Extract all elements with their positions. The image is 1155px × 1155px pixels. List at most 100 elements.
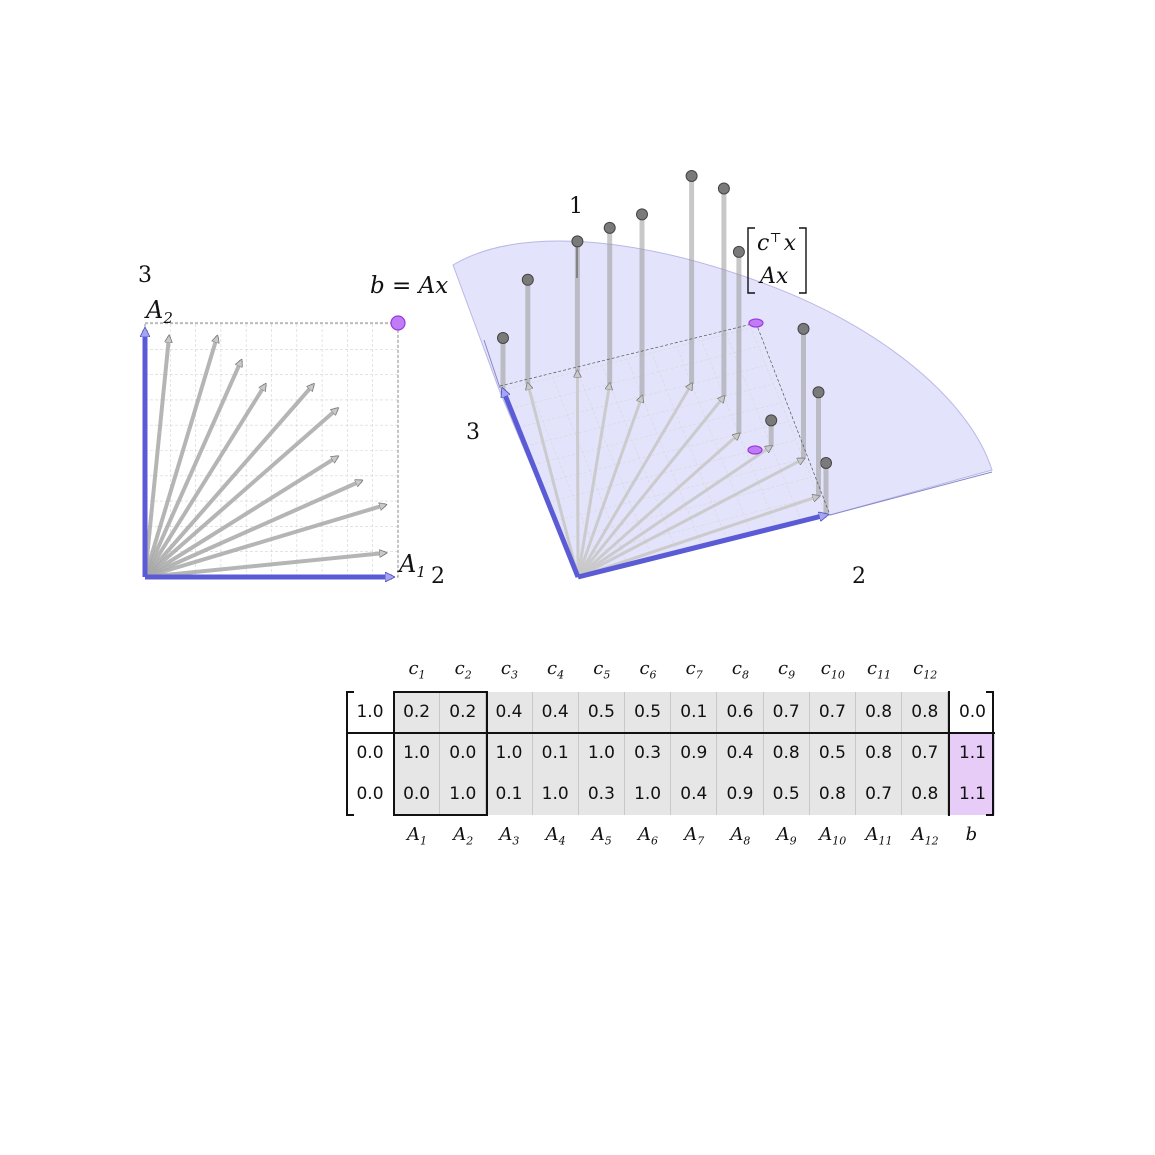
b-point-upper[interactable] bbox=[748, 318, 764, 328]
left-vector-a3 bbox=[144, 553, 385, 579]
lifted-point-1 bbox=[820, 457, 832, 469]
column-header-11: A11 bbox=[865, 824, 893, 848]
left-vector-a4 bbox=[143, 337, 169, 578]
bracket-left-top bbox=[346, 691, 354, 693]
column-header-13: b bbox=[965, 824, 978, 845]
column-header-7: A7 bbox=[684, 824, 705, 848]
matrix-cell: 1.0 bbox=[532, 774, 579, 815]
cost-header-2: c2 bbox=[454, 658, 472, 682]
lifted-point-12 bbox=[685, 170, 698, 182]
column-header-6: A6 bbox=[638, 824, 658, 848]
matrix-cell: 0.3 bbox=[578, 774, 625, 815]
lifted-point-7 bbox=[765, 414, 778, 427]
left-vector-a7 bbox=[144, 479, 361, 579]
b-cell-1: 0.0 bbox=[950, 692, 995, 733]
left-gray-vectors bbox=[143, 337, 385, 579]
basis-box-right bbox=[486, 691, 489, 816]
matrix-cell: 0.8 bbox=[809, 774, 856, 815]
svg-text:Ax: Ax bbox=[758, 264, 789, 289]
matrix-cell: 0.7 bbox=[763, 692, 810, 734]
matrix-cell: 0.4 bbox=[671, 774, 718, 815]
basis-box-left bbox=[393, 691, 395, 816]
b-point-lower[interactable] bbox=[747, 445, 763, 455]
cost-header-11: c11 bbox=[866, 658, 892, 682]
floor-vector-a8 bbox=[576, 384, 610, 578]
a1-label: A1 bbox=[397, 550, 426, 581]
matrix-cell: 0.0 bbox=[440, 733, 487, 774]
lifted-point-4 bbox=[521, 273, 534, 286]
matrix-cell: 1.0 bbox=[625, 774, 672, 815]
vector-ctx-ax-label: c⊤x Ax bbox=[747, 227, 807, 294]
cost-header-5: c5 bbox=[593, 658, 611, 682]
b-separator bbox=[948, 691, 951, 816]
matrix-cell: 1.0 bbox=[394, 733, 441, 774]
right-stems bbox=[497, 170, 832, 515]
matrix-cell: 0.1 bbox=[486, 774, 533, 815]
left-axis-label-x: 2 bbox=[431, 564, 445, 589]
bracket-right-bottom bbox=[986, 814, 994, 816]
matrix-cell: 0.6 bbox=[717, 692, 764, 734]
lifted-point-5 bbox=[797, 322, 810, 335]
matrix-cell: 0.8 bbox=[856, 692, 903, 734]
cost-header-4: c4 bbox=[547, 658, 565, 682]
column-header-8: A8 bbox=[730, 824, 751, 848]
lifted-point-3 bbox=[812, 386, 825, 399]
floor-vector-a6 bbox=[577, 371, 578, 578]
cost-header-8: c8 bbox=[731, 658, 749, 682]
matrix-cell: 0.8 bbox=[902, 692, 949, 734]
matrix-cell: 0.1 bbox=[671, 692, 718, 734]
left-grid bbox=[145, 323, 399, 577]
matrix-cell: 0.0 bbox=[394, 774, 441, 815]
matrix-cell: 0.8 bbox=[902, 774, 949, 815]
left-vector-a8 bbox=[143, 361, 243, 578]
left-vector-a6 bbox=[143, 337, 217, 578]
left-panel: 3 2 A2 A1 b = Ax bbox=[138, 263, 448, 589]
cost-header-9: c9 bbox=[778, 658, 796, 682]
b-equals-ax-label: b = Ax bbox=[370, 273, 448, 299]
lifted-point-8 bbox=[603, 221, 616, 234]
x-cell-1: 1.0 bbox=[350, 692, 390, 733]
left-vector-a12 bbox=[143, 385, 313, 579]
bracket-left-bottom bbox=[346, 814, 354, 816]
right-vector-a2 bbox=[503, 390, 581, 578]
diagram-canvas: 3 2 A2 A1 b = Ax 1 3 2 c⊤x Ax bbox=[138, 170, 993, 589]
column-header-5: A5 bbox=[591, 824, 612, 848]
matrix-cell: 0.4 bbox=[717, 733, 764, 774]
right-vector-a1 bbox=[577, 515, 826, 580]
matrix-cell: 0.1 bbox=[532, 733, 579, 774]
matrix-cell: 0.9 bbox=[671, 733, 718, 774]
right-axis-label-left: 3 bbox=[466, 420, 480, 445]
matrix-cell: 0.7 bbox=[809, 692, 856, 734]
cone-edge-left bbox=[483, 339, 501, 389]
matrix-cell: 0.5 bbox=[763, 774, 810, 815]
dashed-b-line-2 bbox=[755, 322, 831, 516]
cost-header-10: c10 bbox=[820, 658, 845, 682]
b-cell-2: 1.1 bbox=[950, 733, 995, 774]
matrix-cell: 1.0 bbox=[578, 733, 625, 774]
matrix-cell: 0.8 bbox=[856, 733, 903, 774]
cost-header-6: c6 bbox=[639, 658, 657, 682]
cone-surface bbox=[452, 240, 993, 578]
b-point[interactable] bbox=[390, 315, 406, 331]
matrix-cell: 0.3 bbox=[625, 733, 672, 774]
basis-box-top bbox=[393, 691, 489, 693]
matrix-cell: 0.5 bbox=[809, 733, 856, 774]
bracket-left bbox=[346, 691, 348, 816]
right-floor-vectors bbox=[528, 371, 819, 579]
basis-box-bottom bbox=[393, 814, 489, 816]
floor-vector-a3 bbox=[577, 496, 819, 579]
matrix-cell: 1.0 bbox=[440, 774, 487, 815]
matrix-cell: 0.2 bbox=[440, 692, 487, 734]
floor-vector-a9 bbox=[577, 434, 739, 579]
column-header-1: A1 bbox=[407, 824, 427, 848]
bracket-right-top bbox=[986, 691, 994, 693]
dashed-b-line-1 bbox=[499, 322, 757, 387]
left-axis-label-y: 3 bbox=[138, 263, 152, 288]
svg-text:c⊤x: c⊤x bbox=[757, 231, 797, 256]
column-header-3: A3 bbox=[499, 824, 520, 848]
lifted-point-9 bbox=[732, 245, 745, 258]
left-vector-a9 bbox=[143, 455, 337, 579]
floor-vector-a4 bbox=[528, 384, 580, 578]
floor-vector-a11 bbox=[576, 397, 724, 578]
a2-label: A2 bbox=[144, 296, 173, 327]
